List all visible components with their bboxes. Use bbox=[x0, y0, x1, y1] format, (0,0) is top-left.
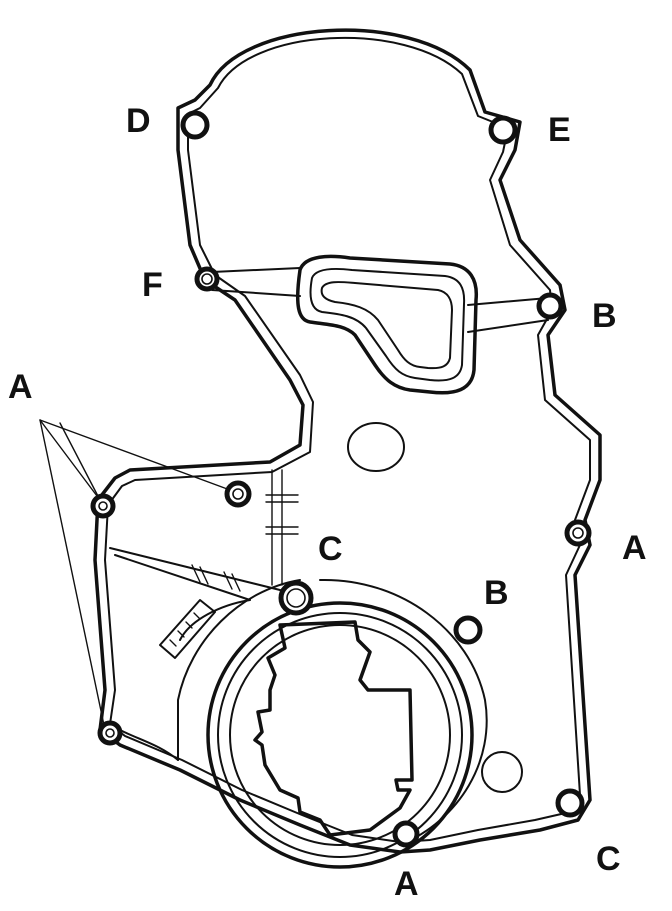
label-A-left: A bbox=[8, 368, 33, 406]
bolt-A-right bbox=[564, 519, 592, 547]
bolt-A-left-2 bbox=[224, 480, 252, 508]
label-C-bottom: C bbox=[596, 840, 621, 878]
oval-hole bbox=[347, 422, 405, 472]
round-hole bbox=[481, 751, 523, 793]
bolt-A-bottom bbox=[392, 820, 420, 848]
label-B-mid: B bbox=[484, 574, 509, 612]
gasket-outline bbox=[93, 28, 602, 854]
crank-seal-housing bbox=[177, 578, 488, 869]
bolt-C-bottom bbox=[555, 788, 585, 818]
bolt-F bbox=[194, 266, 220, 292]
label-A-right: A bbox=[622, 529, 647, 567]
bolt-D bbox=[180, 110, 210, 140]
label-B-upper: B bbox=[592, 297, 617, 335]
label-C-top: C bbox=[318, 530, 343, 568]
bolt-A-left-1 bbox=[90, 493, 116, 519]
bolt-B-upper bbox=[536, 292, 564, 320]
upper-rib bbox=[211, 239, 561, 333]
label-F: F bbox=[142, 266, 163, 304]
center-window bbox=[296, 254, 479, 395]
bolt-E bbox=[488, 115, 518, 145]
bolt-B-mid bbox=[453, 615, 483, 645]
break-marks bbox=[191, 469, 299, 592]
bolt-A-left-3 bbox=[97, 720, 123, 746]
left-bracket bbox=[109, 547, 281, 761]
label-D: D bbox=[126, 102, 151, 140]
label-A-bottom: A bbox=[394, 865, 419, 903]
leader-lines-A bbox=[39, 419, 231, 731]
label-E: E bbox=[548, 111, 571, 149]
bolt-C-top bbox=[278, 580, 314, 616]
